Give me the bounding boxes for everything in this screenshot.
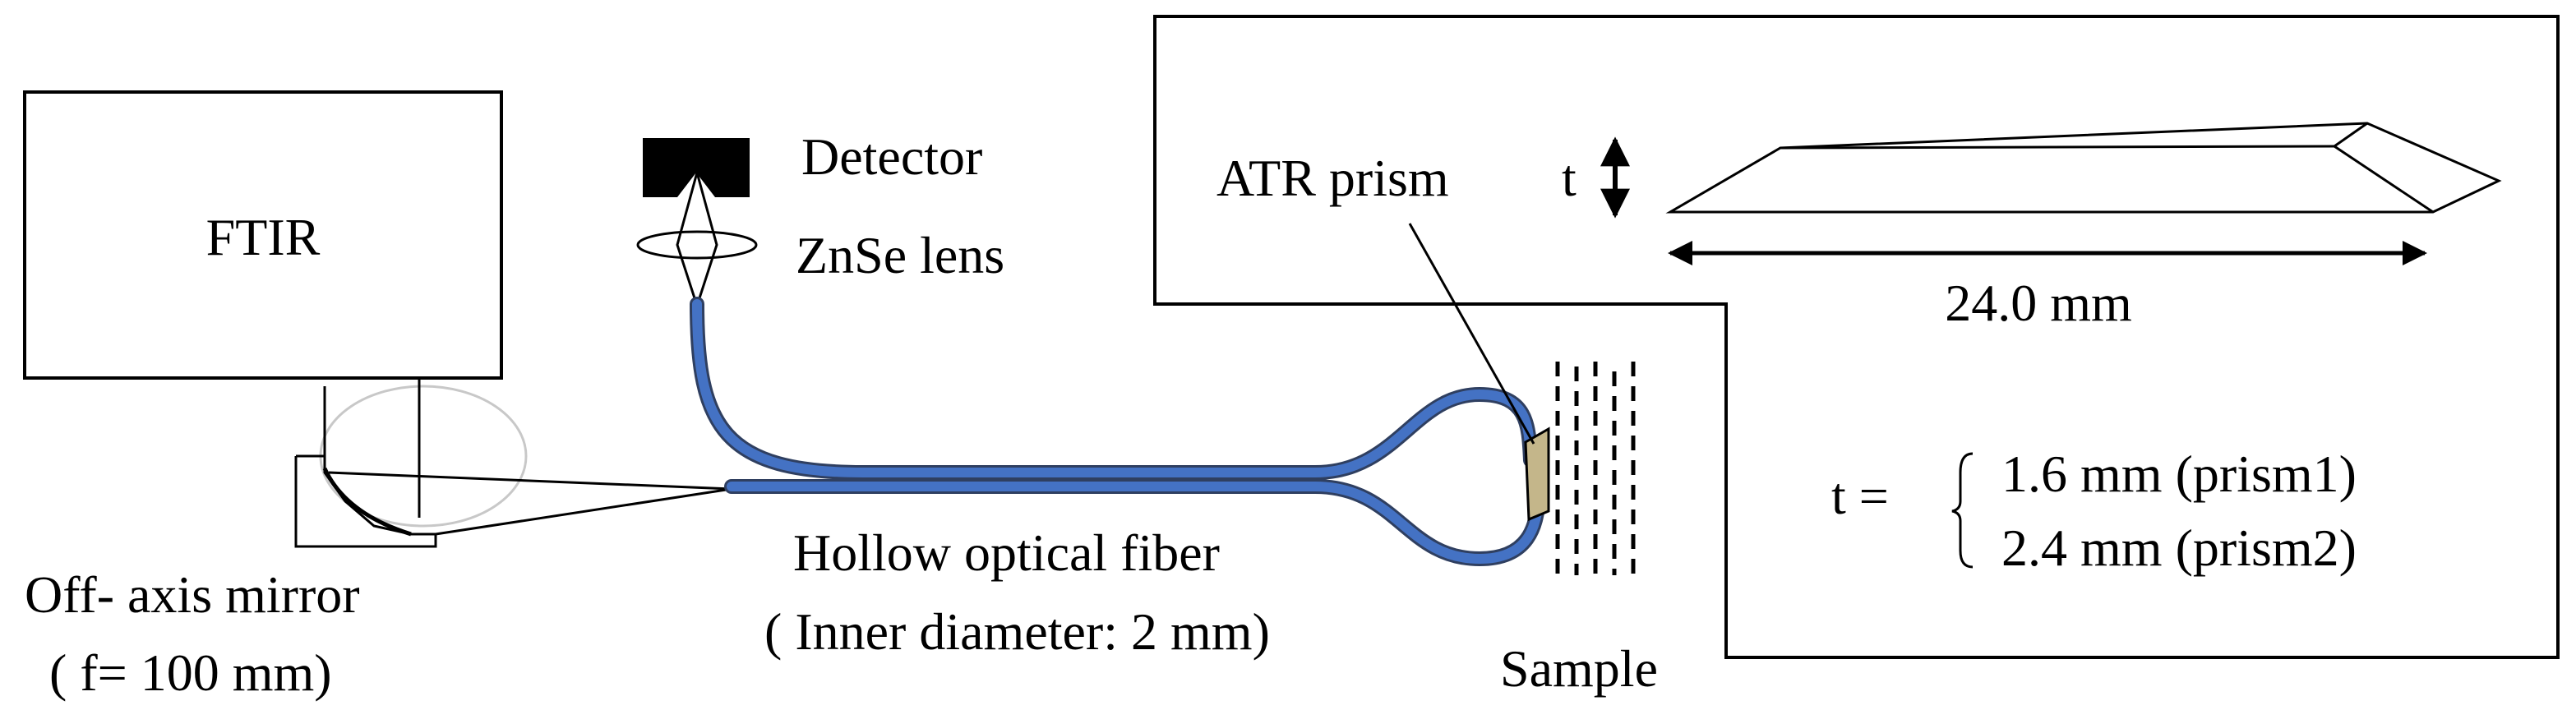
ftir-label: FTIR — [206, 208, 321, 266]
prism1-spec: 1.6 mm (prism1) — [2001, 445, 2357, 503]
lens-label: ZnSe lens — [796, 226, 1004, 284]
off-axis-mirror — [294, 378, 437, 548]
spec-brace — [1951, 452, 1974, 569]
fiber-label-line2: ( Inner diameter: 2 mm) — [764, 602, 1270, 661]
hollow-optical-fiber — [690, 297, 1546, 567]
thickness-symbol: t — [1562, 149, 1577, 207]
atr-prism-label: ATR prism — [1216, 149, 1449, 207]
detector-icon — [643, 138, 750, 197]
beam-line-lower — [435, 487, 732, 536]
mirror-label-line1: Off- axis mirror — [25, 565, 360, 624]
sample-label: Sample — [1500, 639, 1658, 698]
inset-frame — [1153, 15, 2560, 659]
atr-prism-small — [1524, 426, 1550, 522]
prism-length-label: 24.0 mm — [1945, 274, 2132, 332]
fiber-label-line1: Hollow optical fiber — [793, 523, 1220, 582]
atr-prism-detail — [1665, 122, 2502, 214]
atr-pointer-line — [1408, 223, 1535, 445]
prism2-spec: 2.4 mm (prism2) — [2001, 519, 2357, 577]
sample-region — [1555, 362, 1636, 575]
t-equals-label: t = — [1831, 467, 1889, 525]
beam-line-upper — [328, 471, 732, 491]
detector-label: Detector — [801, 127, 982, 186]
ftir-box — [23, 90, 503, 380]
mirror-label-line2: ( f= 100 mm) — [49, 643, 332, 702]
